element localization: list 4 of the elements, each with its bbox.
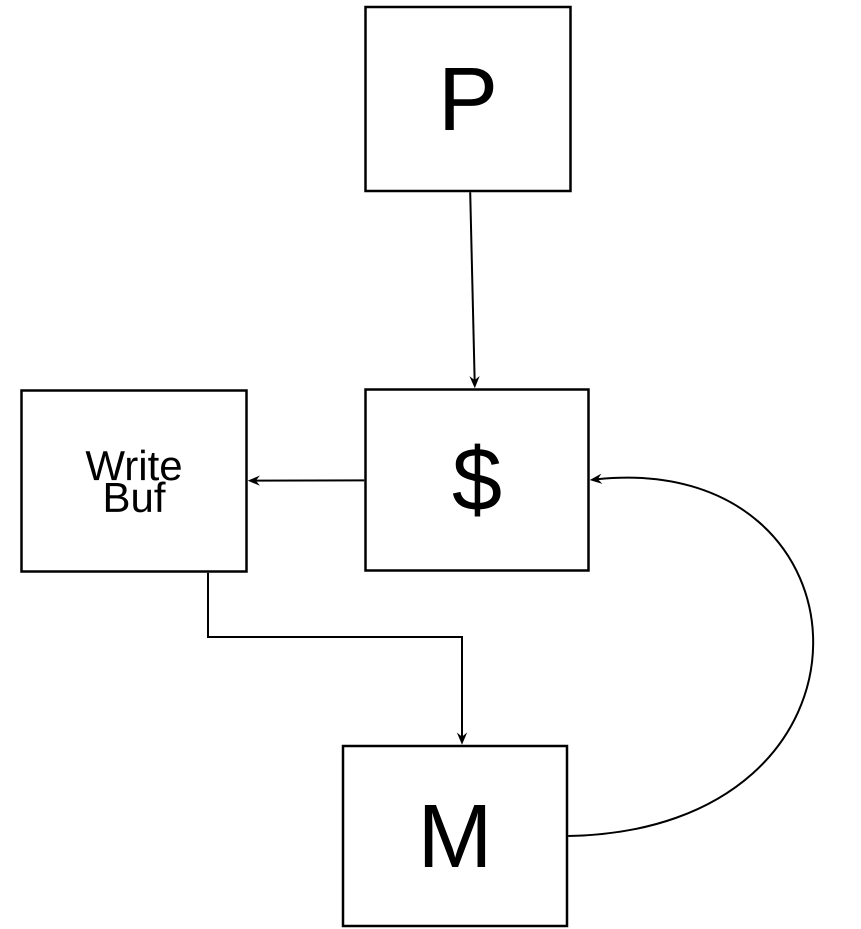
box: M	[342, 744, 568, 928]
box: $	[364, 388, 590, 572]
box: Write Buf	[20, 389, 248, 573]
box: P	[364, 6, 572, 192]
